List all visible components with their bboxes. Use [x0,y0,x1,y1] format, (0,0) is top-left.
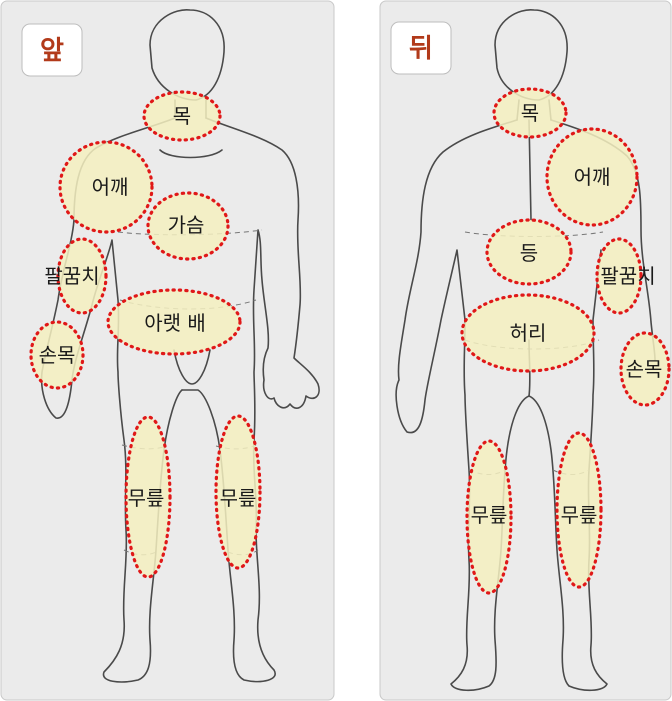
front-elbow-label: 팔꿈치 [44,264,99,288]
back-knee-right-label: 무릎 [561,503,598,527]
front-lower-belly-label: 아랫 배 [144,311,206,335]
front-knee-right-label: 무릎 [220,486,257,510]
back-wrist-label: 손목 [626,357,663,381]
back-neck-label: 목 [521,101,539,125]
back-elbow-label: 팔꿈치 [600,264,655,288]
back-shoulder-label: 어깨 [574,165,611,189]
front-shoulder-label: 어깨 [92,175,129,199]
front-tag-label: 앞 [40,36,64,66]
front-body-panel: 앞 목 어깨 가슴 팔꿈치 아랫 배 손목 무릎 무릎 [0,0,335,701]
back-lower-back-label: 허리 [510,321,547,345]
back-tag-label: 뒤 [409,34,433,64]
back-body-panel: 뒤 목 어깨 등 팔꿈치 허리 손목 무릎 무릎 [379,0,672,701]
front-knee-left-label: 무릎 [128,486,165,510]
back-knee-left-label: 무릎 [471,503,508,527]
front-neck-label: 목 [173,104,191,128]
back-upper-back-label: 등 [520,241,538,265]
front-tag: 앞 [22,24,82,76]
back-tag: 뒤 [391,22,451,74]
front-chest-label: 가슴 [168,213,205,237]
front-wrist-label: 손목 [39,343,76,367]
